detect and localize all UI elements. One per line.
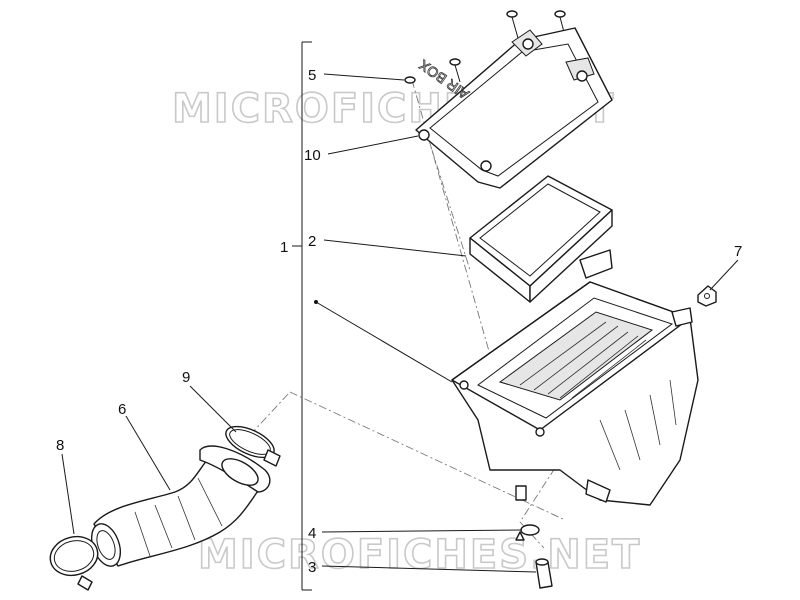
callout-1: 1 (280, 239, 288, 256)
air-box-cover: AIR BOX (415, 27, 613, 189)
air-filter-element (469, 175, 613, 303)
callout-7: 7 (734, 243, 742, 260)
leader-lines (61, 73, 739, 573)
callout-8: 8 (56, 437, 64, 454)
callout-9: 9 (182, 369, 190, 386)
air-box-housing (451, 249, 699, 506)
callout-3: 3 (308, 559, 316, 576)
watermark-bottom: MICROFICHES.NET (198, 532, 641, 578)
callout-2: 2 (308, 233, 316, 250)
assembly-bracket (292, 41, 312, 591)
callout-6: 6 (118, 401, 126, 418)
clip-nut (697, 285, 717, 307)
spring-clamp (49, 535, 99, 591)
drain-plug (535, 558, 553, 589)
cover-screws (404, 10, 567, 84)
leader-dot (314, 300, 318, 304)
callout-5: 5 (308, 67, 316, 84)
callout-10: 10 (304, 147, 321, 164)
screw-icon (404, 76, 416, 84)
callout-labels: 1 2 3 4 5 6 7 8 9 10 (56, 67, 742, 576)
screw-icon (506, 10, 519, 39)
intake-duct (90, 445, 271, 567)
screw-icon (449, 58, 461, 83)
hose-clamp (225, 425, 281, 467)
callout-4: 4 (308, 525, 316, 542)
